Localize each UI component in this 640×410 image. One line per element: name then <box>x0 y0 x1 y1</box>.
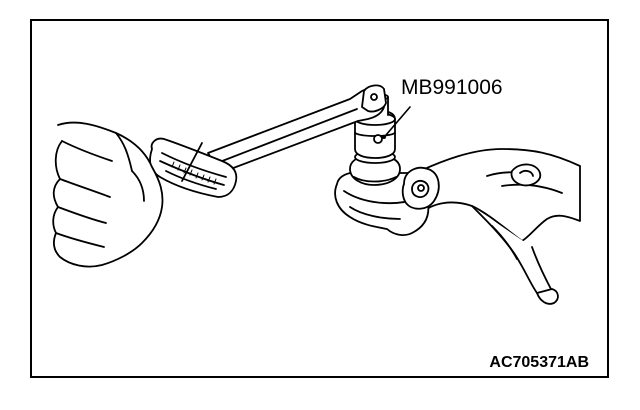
tool-callout-label: MB991006 <box>401 76 503 99</box>
figure-code: AC705371AB <box>489 354 589 371</box>
hand-illustration <box>52 121 164 268</box>
diagram-frame: MB991006 AC705371AB <box>30 19 609 378</box>
callout-leader <box>385 106 411 136</box>
lower-arm-illustration <box>419 148 581 305</box>
ball-joint-illustration <box>334 150 440 236</box>
service-illustration <box>52 84 581 305</box>
